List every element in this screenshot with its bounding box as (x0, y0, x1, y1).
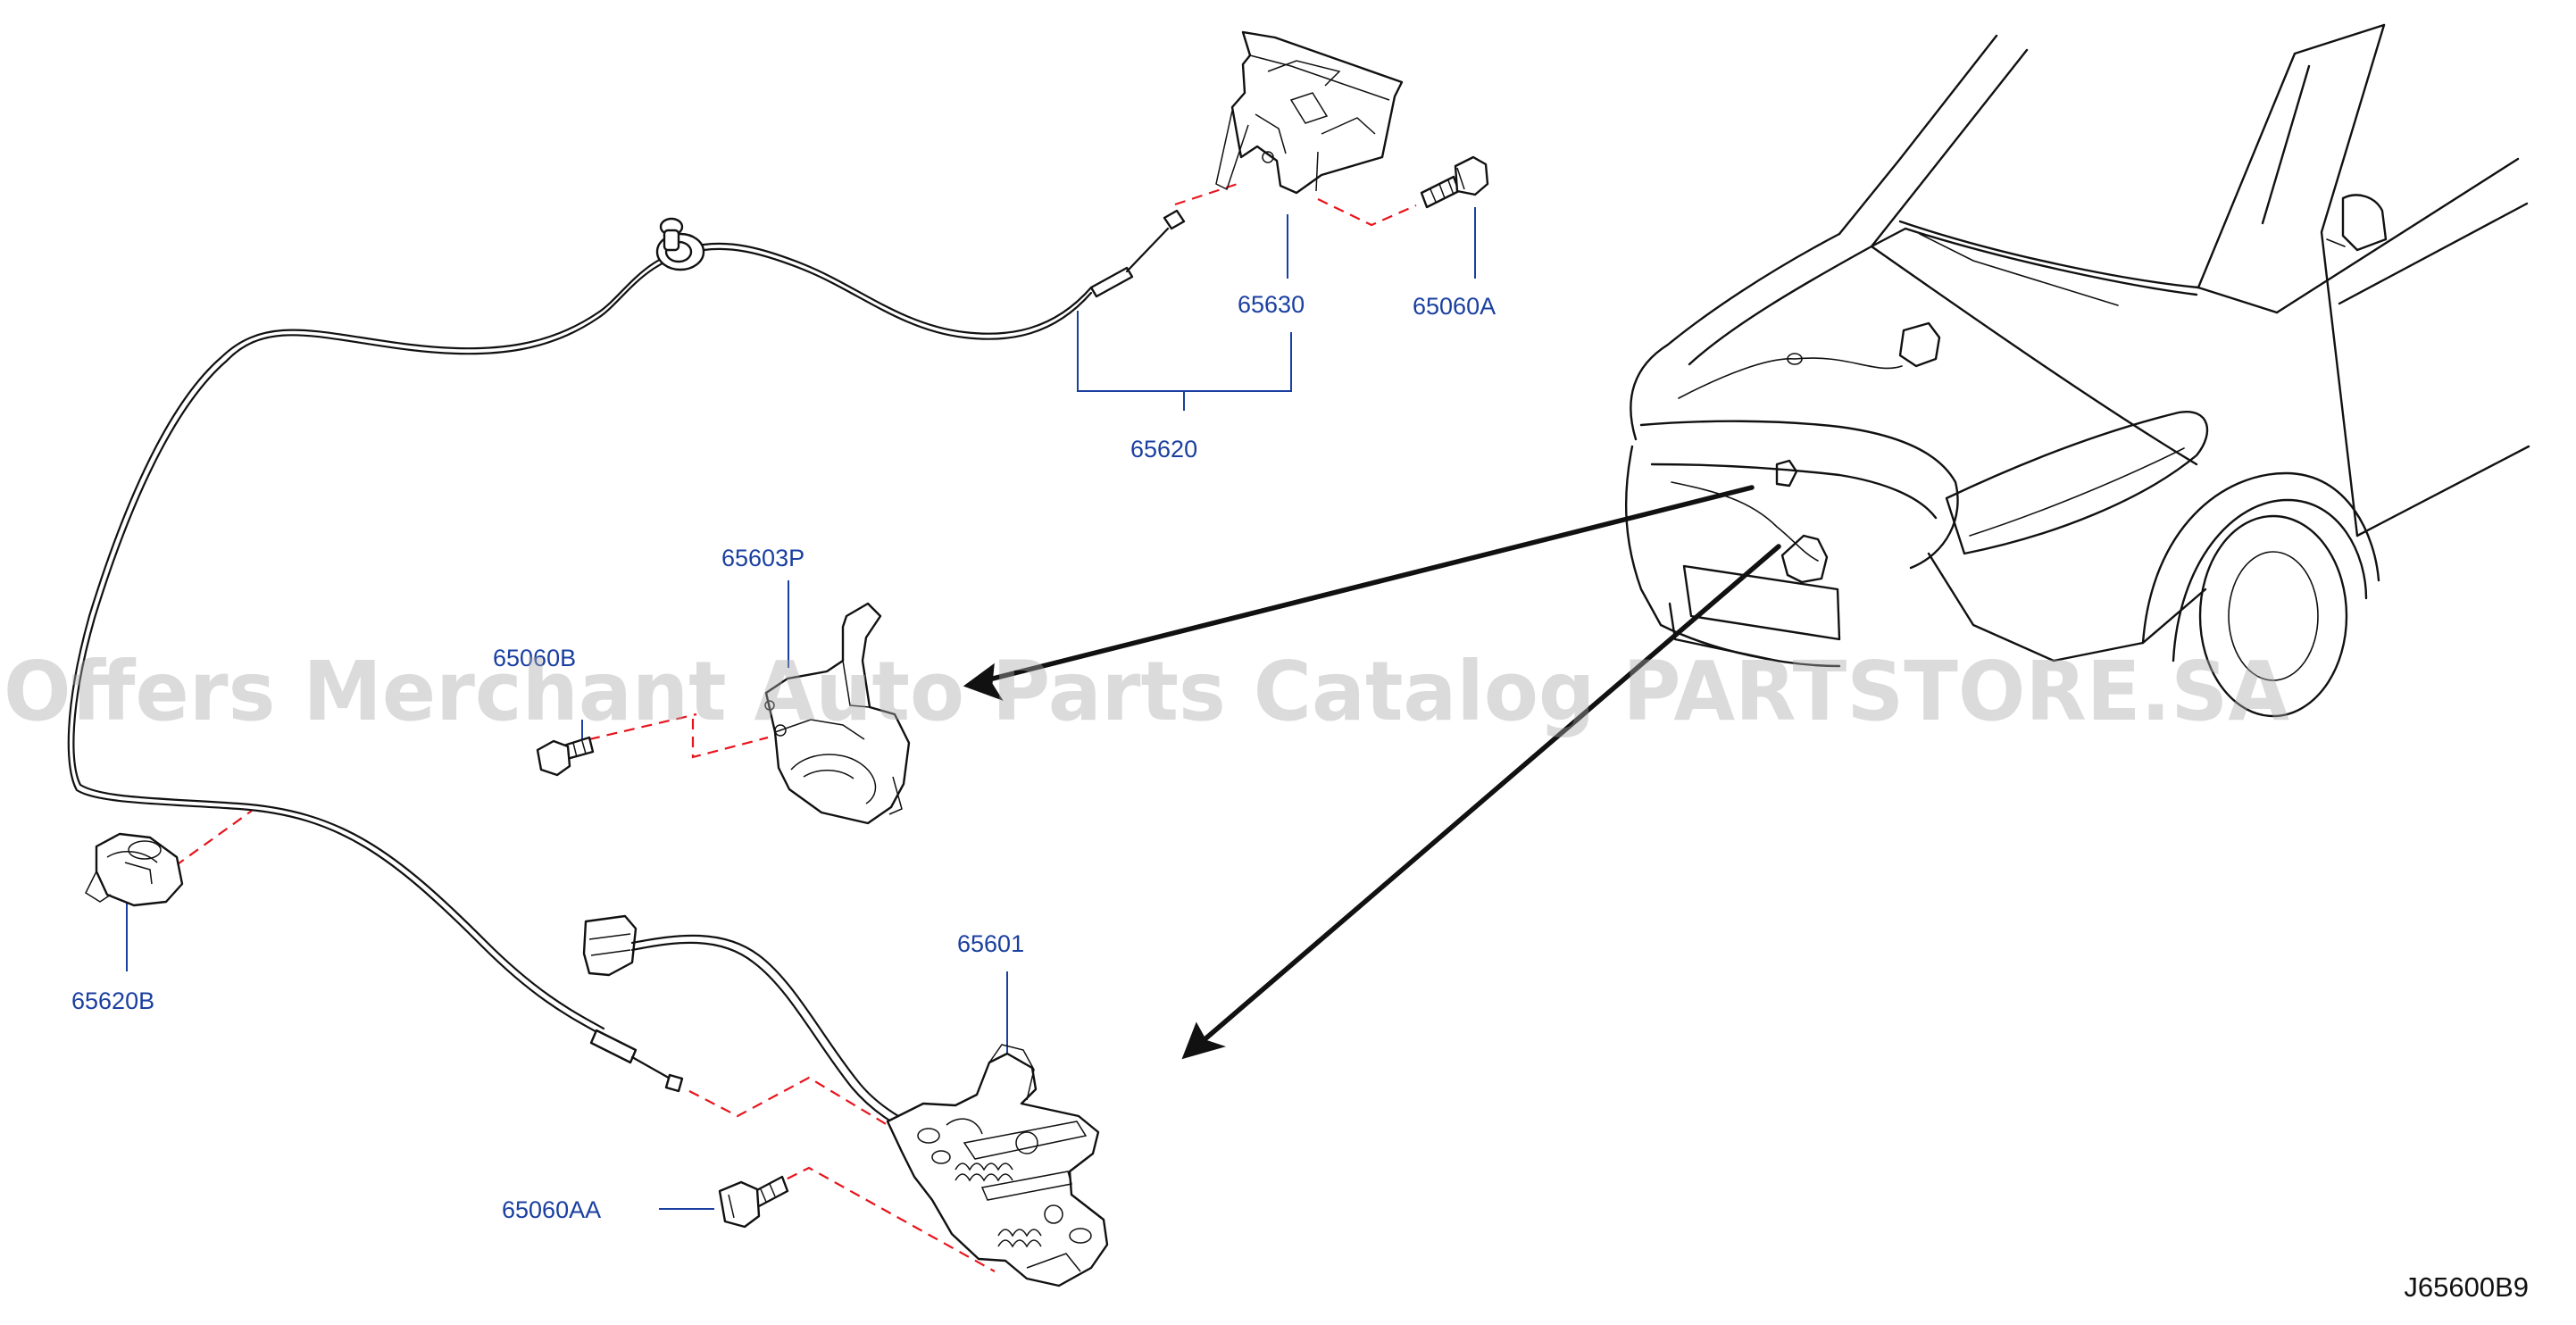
label-65620[interactable]: 65620 (1130, 436, 1197, 462)
hood-lock-control-cable (67, 209, 1186, 1093)
bolt-65060A (1420, 155, 1489, 209)
label-65620B[interactable]: 65620B (71, 988, 154, 1014)
part-labels: 65630 65060A 65620 65603P 65060B 65620B … (71, 291, 1496, 1223)
label-65060AA[interactable]: 65060AA (502, 1196, 601, 1223)
label-65601[interactable]: 65601 (957, 930, 1024, 957)
watermark: Offers Merchant Auto Parts Catalog PARTS… (4, 644, 2289, 739)
label-65060A[interactable]: 65060A (1413, 293, 1496, 320)
location-arrows (963, 485, 1781, 1060)
bolt-65060AA (718, 1175, 789, 1229)
label-65603P[interactable]: 65603P (721, 545, 804, 571)
alignment-lines (174, 180, 1417, 1272)
label-65630[interactable]: 65630 (1238, 291, 1305, 318)
bolt-65060B (536, 736, 595, 777)
safety-catch-location-icon (1775, 459, 1798, 488)
label-65060B[interactable]: 65060B (493, 645, 576, 671)
hood-lock-assembly (582, 914, 1109, 1288)
hood-lock-location-icon (1780, 534, 1829, 584)
handle-location-icon (1898, 321, 1941, 368)
vehicle-front-view (1624, 23, 2530, 718)
diagram-code: J65600B9 (2404, 1271, 2529, 1303)
cable-clip (85, 832, 184, 907)
hood-safety-catch (764, 602, 911, 825)
hood-release-handle (1215, 30, 1404, 195)
